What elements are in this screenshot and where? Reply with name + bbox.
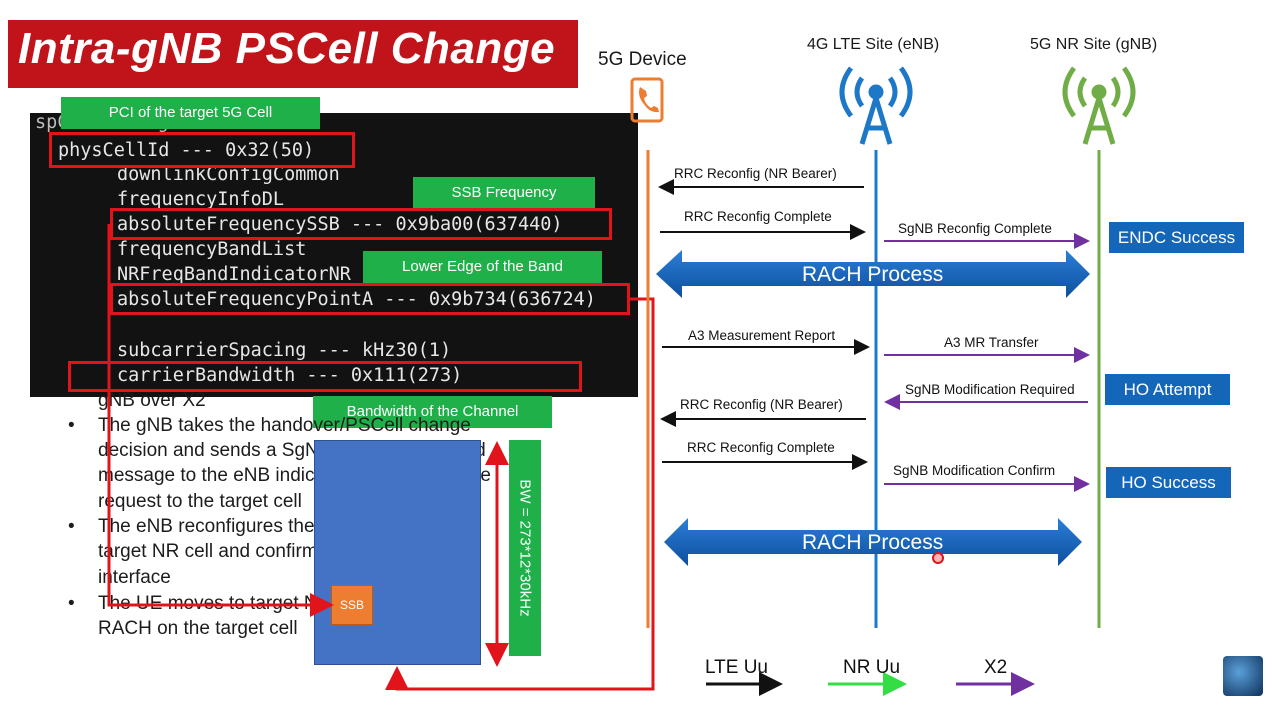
code-line-physcellid: physCellId --- 0x32(50) — [58, 140, 315, 161]
legend-nr-label: NR Uu — [843, 657, 901, 678]
bw-formula-label — [509, 440, 541, 656]
highlight-ssb-frequency — [110, 208, 612, 240]
status-ho-attempt: HO Attempt — [1105, 374, 1230, 405]
title-bar — [8, 20, 578, 88]
bullet-dot: • — [68, 516, 75, 537]
status-endc-success: ENDC Success — [1109, 222, 1244, 253]
msg-label: RRC Reconfig (NR Bearer) — [680, 397, 843, 412]
highlight-bandwidth — [68, 361, 582, 392]
bullet-text: gNB over X2 — [98, 390, 206, 411]
label-bandwidth: Bandwidth of the Channel — [313, 396, 552, 428]
bullet-text: request to the target cell — [98, 491, 302, 512]
rach-label: RACH Process — [802, 263, 944, 286]
msg-label: A3 Measurement Report — [688, 328, 836, 343]
slide-title: Intra-gNB PSCell Change — [18, 24, 556, 73]
msg-label: SgNB Modification Confirm — [893, 463, 1056, 478]
status-ho-success: HO Success — [1106, 467, 1231, 498]
cursor-pointer-icon — [932, 552, 944, 564]
code-line-ssb: absoluteFrequencySSB --- 0x9ba00(637440) — [117, 214, 563, 235]
code-line: NRFreqBandIndicatorNR --- 78 — [117, 264, 429, 285]
code-line: frequencyInfoDL — [117, 189, 285, 210]
msg-label: A3 MR Transfer — [944, 335, 1039, 350]
label-ssb-frequency: SSB Frequency — [413, 177, 595, 208]
msg-label: SgNB Reconfig Complete — [898, 221, 1052, 236]
bullet-dot: • — [68, 593, 75, 614]
label-lower-edge: Lower Edge of the Band — [363, 251, 602, 283]
code-line: downlinkConfigCommon — [117, 164, 340, 185]
bullet-text: The gNB takes the handover/PSCell change — [98, 415, 471, 436]
bullet-text: interface — [98, 567, 171, 588]
bullet-dot: • — [68, 415, 75, 436]
node-gnb-label: 5G NR Site (gNB) — [1030, 36, 1158, 53]
rach-arrow-2 — [664, 518, 1082, 566]
ssb-block: SSB — [331, 585, 373, 625]
channel-logo-icon — [1223, 656, 1263, 696]
rach-arrow-1 — [656, 250, 1090, 298]
legend-lte-label: LTE Uu — [705, 657, 769, 678]
channel-bandwidth-block — [314, 440, 481, 665]
code-line: frequencyBandList — [117, 239, 307, 260]
code-line-bandwidth: carrierBandwidth --- 0x111(273) — [117, 365, 463, 386]
ssb-connector-line — [107, 224, 334, 617]
msg-label: RRC Reconfig Complete — [684, 209, 832, 224]
msg-label: RRC Reconfig (NR Bearer) — [674, 166, 837, 181]
lte-tower-icon — [839, 66, 913, 145]
code-line: subcarrierSpacing --- kHz30(1) — [117, 340, 452, 361]
rach-label: RACH Process — [802, 531, 944, 554]
bullet-text: RACH on the target cell — [98, 618, 298, 639]
highlight-physcellid — [49, 132, 355, 168]
highlight-pointa — [110, 283, 630, 315]
phone-icon — [630, 77, 664, 123]
nr-tower-icon — [1062, 66, 1136, 145]
msg-label: RRC Reconfig Complete — [687, 440, 835, 455]
label-pci: PCI of the target 5G Cell — [61, 97, 320, 129]
pointa-connector-line — [385, 297, 655, 691]
code-line-pointa: absoluteFrequencyPointA --- 0x9b734(6367… — [117, 289, 596, 310]
msg-label: SgNB Modification Required — [905, 382, 1075, 397]
legend-x2-label: X2 — [984, 657, 1008, 678]
node-device-label: 5G Device — [598, 49, 687, 70]
node-enb-label: 4G LTE Site (eNB) — [807, 36, 940, 53]
